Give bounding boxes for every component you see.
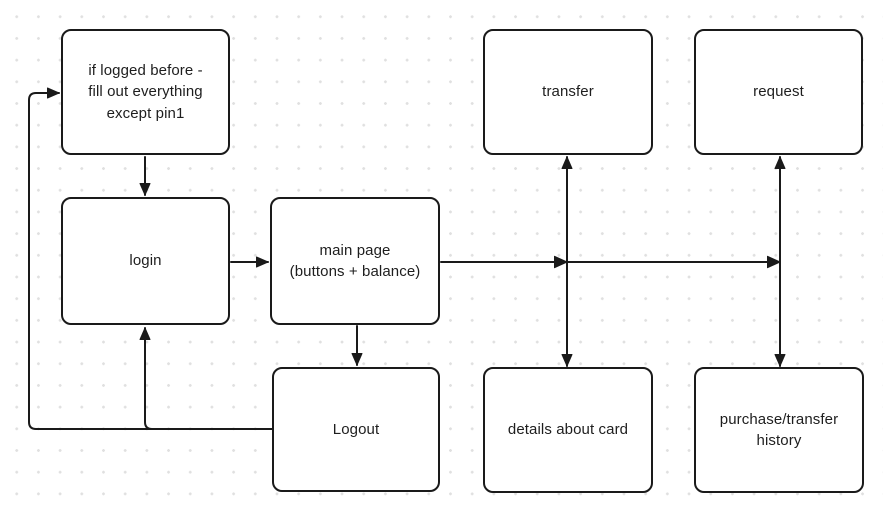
node-prelogin-hint-label: if logged before - fill out everything e… bbox=[88, 61, 203, 122]
node-card-details-label: details about card bbox=[507, 421, 629, 439]
node-logout[interactable]: Logout bbox=[272, 367, 440, 492]
node-history-label: purchase/transfer history bbox=[719, 410, 839, 450]
edge-logout-to-prelogin bbox=[28, 87, 273, 430]
node-request[interactable]: request bbox=[694, 29, 863, 155]
node-login[interactable]: login bbox=[61, 197, 230, 325]
node-request-label: request bbox=[753, 83, 804, 101]
edge-logout-to-login bbox=[139, 327, 273, 430]
node-history[interactable]: purchase/transfer history bbox=[694, 367, 864, 493]
node-transfer-label: transfer bbox=[542, 83, 594, 101]
node-card-details[interactable]: details about card bbox=[483, 367, 653, 493]
node-prelogin-hint[interactable]: if logged before - fill out everything e… bbox=[61, 29, 230, 155]
node-login-label: login bbox=[129, 252, 162, 270]
node-transfer[interactable]: transfer bbox=[483, 29, 653, 155]
node-main-page[interactable]: main page (buttons + balance) bbox=[270, 197, 440, 325]
trunk-arrowhead-left-junction bbox=[554, 255, 568, 269]
node-logout-label: Logout bbox=[332, 420, 380, 438]
trunk-arrowhead-right-junction bbox=[767, 255, 781, 269]
node-main-page-label: main page (buttons + balance) bbox=[289, 241, 421, 281]
